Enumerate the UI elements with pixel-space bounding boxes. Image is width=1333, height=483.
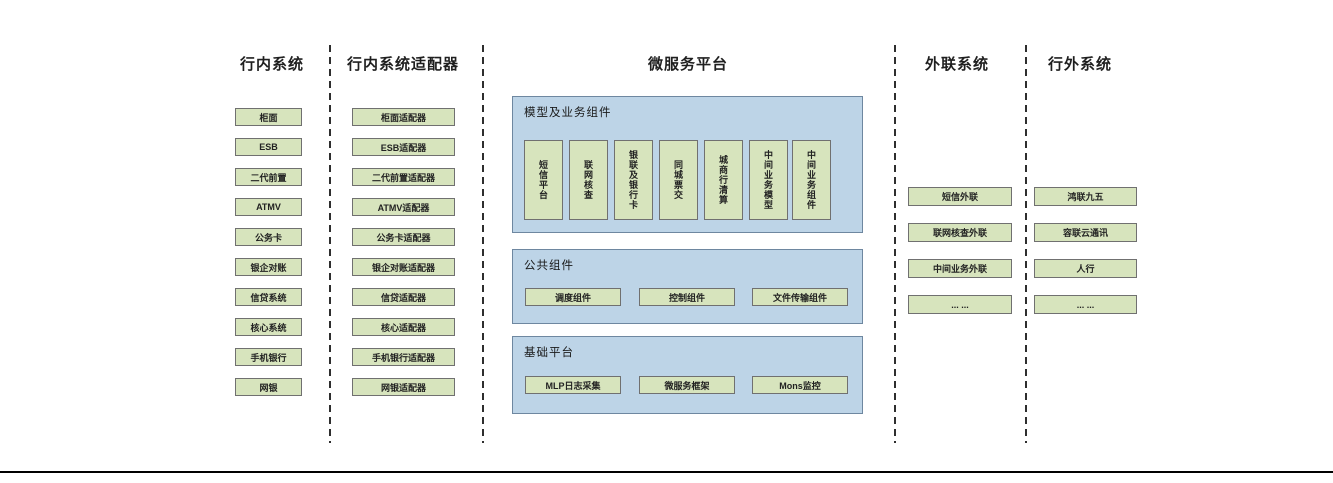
section-basic-platform: 基础平台 MLP日志采集 微服务框架 Mons监控 [512, 336, 863, 414]
adapter-box: ESB适配器 [352, 138, 455, 156]
external-link-box: 短信外联 [908, 187, 1012, 206]
section-model-business-components: 模型及业务组件 短信平台 联网核查 银联及银行卡 同城票交 城商行清算 中间业务… [512, 96, 863, 233]
component-box: 联网核查 [569, 140, 608, 220]
system-box: ATMV [235, 198, 302, 216]
external-link-box: 联网核查外联 [908, 223, 1012, 242]
system-box: 网银 [235, 378, 302, 396]
system-box: 核心系统 [235, 318, 302, 336]
dashed-separator [894, 45, 896, 443]
section-public-components: 公共组件 调度组件 控制组件 文件传输组件 [512, 249, 863, 324]
adapter-box: 核心适配器 [352, 318, 455, 336]
column-title-external-link-systems: 外联系统 [924, 56, 989, 73]
system-box: 信贷系统 [235, 288, 302, 306]
system-box: 银企对账 [235, 258, 302, 276]
adapter-box: 二代前置适配器 [352, 168, 455, 186]
component-box: 控制组件 [639, 288, 735, 306]
component-box: 中间业务组件 [792, 140, 831, 220]
adapter-box: 信贷适配器 [352, 288, 455, 306]
bottom-rule [0, 471, 1333, 473]
adapter-box: 柜面适配器 [352, 108, 455, 126]
external-link-box: 中间业务外联 [908, 259, 1012, 278]
component-box: 短信平台 [524, 140, 563, 220]
column-title-microservice-platform: 微服务平台 [647, 56, 728, 73]
system-box: 手机银行 [235, 348, 302, 366]
dashed-separator [1025, 45, 1027, 443]
outside-system-box: 鸿联九五 [1034, 187, 1137, 206]
component-box: 微服务框架 [639, 376, 735, 394]
dashed-separator [329, 45, 331, 443]
adapter-box: 网银适配器 [352, 378, 455, 396]
component-box: 同城票交 [659, 140, 698, 220]
system-box: 柜面 [235, 108, 302, 126]
column-title-outside-bank-systems: 行外系统 [1047, 56, 1112, 73]
component-box: Mons监控 [752, 376, 848, 394]
outside-system-box: 人行 [1034, 259, 1137, 278]
system-box: 公务卡 [235, 228, 302, 246]
outside-system-box: ... ... [1034, 295, 1137, 314]
system-box: 二代前置 [235, 168, 302, 186]
adapter-box: ATMV适配器 [352, 198, 455, 216]
section-title: 公共组件 [524, 260, 574, 272]
component-box: 中间业务模型 [749, 140, 788, 220]
component-box: MLP日志采集 [525, 376, 621, 394]
component-box: 调度组件 [525, 288, 621, 306]
adapter-box: 银企对账适配器 [352, 258, 455, 276]
component-box: 文件传输组件 [752, 288, 848, 306]
adapter-box: 公务卡适配器 [352, 228, 455, 246]
system-box: ESB [235, 138, 302, 156]
component-box: 银联及银行卡 [614, 140, 653, 220]
section-title: 基础平台 [524, 347, 574, 359]
adapter-box: 手机银行适配器 [352, 348, 455, 366]
outside-system-box: 容联云通讯 [1034, 223, 1137, 242]
column-title-in-bank-systems: 行内系统 [239, 56, 304, 73]
external-link-box: ... ... [908, 295, 1012, 314]
column-title-in-bank-adapters: 行内系统适配器 [346, 56, 459, 73]
section-title: 模型及业务组件 [524, 107, 612, 119]
dashed-separator [482, 45, 484, 443]
component-box: 城商行清算 [704, 140, 743, 220]
